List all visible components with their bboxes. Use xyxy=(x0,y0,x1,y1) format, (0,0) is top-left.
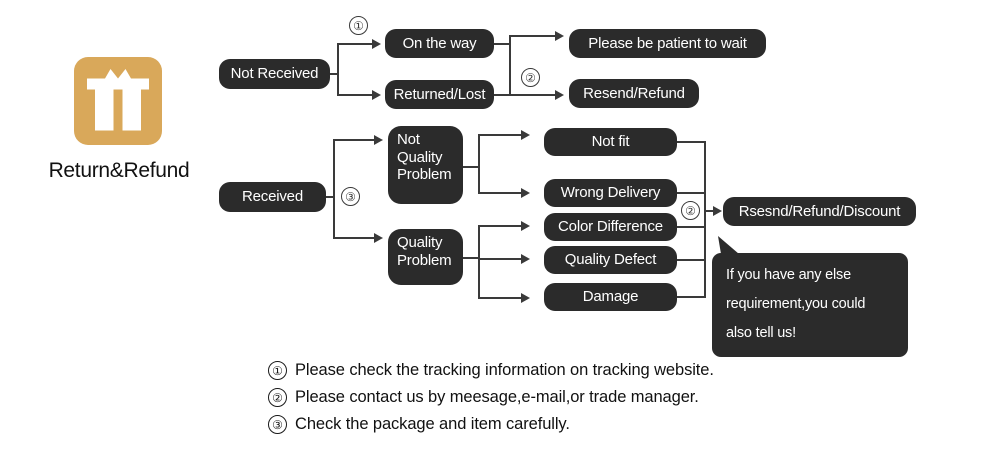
speech-bubble: If you have any else requirement,you cou… xyxy=(712,253,908,357)
connector-on-the-way-stem xyxy=(494,43,510,45)
node-quality-problem-line-2: Problem xyxy=(397,251,452,269)
node-not-received[interactable]: Not Received xyxy=(219,59,330,89)
connector-to-resend-refund xyxy=(509,94,558,96)
connector-not-fit-out xyxy=(677,141,706,143)
node-on-the-way[interactable]: On the way xyxy=(385,29,494,58)
footnote-text-2: Please contact us by meesage,e-mail,or t… xyxy=(295,388,699,406)
footnote-marker-1: ① xyxy=(268,361,287,380)
gift-icon-background xyxy=(74,57,162,145)
node-not-quality-problem-line-2: Quality xyxy=(397,148,443,166)
node-not-quality-problem-line-3: Problem xyxy=(397,166,452,184)
connector-not-received-stem xyxy=(330,73,339,75)
connector-to-be-patient xyxy=(509,35,558,37)
arrow-to-quality-problem xyxy=(374,233,383,243)
node-please-be-patient-to-wait[interactable]: Please be patient to wait xyxy=(569,29,766,58)
arrow-to-not-quality-problem xyxy=(374,135,383,145)
connector-to-on-the-way xyxy=(337,43,375,45)
connector-color-difference-out xyxy=(677,226,706,228)
connector-to-quality-defect xyxy=(478,258,523,260)
connector-received-stem xyxy=(326,196,335,198)
node-quality-problem[interactable]: Quality Problem xyxy=(388,229,463,285)
node-resolution[interactable]: Rsesnd/Refund/Discount xyxy=(723,197,916,226)
speech-bubble-line-3: also tell us! xyxy=(726,325,796,341)
node-not-fit[interactable]: Not fit xyxy=(544,128,677,156)
marker-step-3: ③ xyxy=(341,187,360,206)
arrow-to-damage xyxy=(521,293,530,303)
gift-box-glyph xyxy=(87,69,149,131)
connector-quality-defect-out xyxy=(677,259,706,261)
connector-not-received-split xyxy=(337,44,339,96)
speech-bubble-line-1: If you have any else xyxy=(726,267,851,283)
arrow-to-color-difference xyxy=(521,221,530,231)
arrow-to-not-fit xyxy=(521,130,530,140)
arrow-to-resolution xyxy=(713,206,722,216)
connector-to-not-quality-problem xyxy=(333,139,377,141)
footnote-item: ③ Check the package and item carefully. xyxy=(268,411,714,438)
marker-step-2-bottom: ② xyxy=(681,201,700,220)
connector-not-quality-stem xyxy=(463,166,479,168)
connector-returned-lost-stem xyxy=(494,94,510,96)
connector-to-returned-lost xyxy=(337,94,375,96)
connector-damage-out xyxy=(677,296,706,298)
node-not-quality-problem[interactable]: Not Quality Problem xyxy=(388,126,463,204)
connector-to-resolution xyxy=(704,210,718,212)
footnote-list: ① Please check the tracking information … xyxy=(268,357,714,438)
node-color-difference[interactable]: Color Difference xyxy=(544,213,677,241)
connector-quality-stem xyxy=(463,257,479,259)
marker-step-2-top: ② xyxy=(521,68,540,87)
footnote-item: ① Please check the tracking information … xyxy=(268,357,714,384)
connector-top-results-spine xyxy=(509,35,511,95)
brand-label: Return&Refund xyxy=(48,159,190,182)
node-quality-defect[interactable]: Quality Defect xyxy=(544,246,677,274)
footnote-item: ② Please contact us by meesage,e-mail,or… xyxy=(268,384,714,411)
arrow-to-wrong-delivery xyxy=(521,188,530,198)
arrow-to-quality-defect xyxy=(521,254,530,264)
connector-wrong-delivery-out xyxy=(677,192,706,194)
connector-to-damage xyxy=(478,297,523,299)
arrow-to-resend-refund xyxy=(555,90,564,100)
arrow-to-on-the-way xyxy=(372,39,381,49)
footnote-text-3: Check the package and item carefully. xyxy=(295,415,570,433)
speech-bubble-line-2: requirement,you could xyxy=(726,296,866,312)
footnote-marker-3: ③ xyxy=(268,415,287,434)
connector-not-quality-spine xyxy=(478,134,480,194)
gift-box-icon xyxy=(74,57,162,145)
connector-to-quality-problem xyxy=(333,237,377,239)
node-wrong-delivery[interactable]: Wrong Delivery xyxy=(544,179,677,207)
node-not-quality-problem-line-1: Not xyxy=(397,131,420,148)
connector-quality-spine xyxy=(478,225,480,298)
footnote-text-1: Please check the tracking information on… xyxy=(295,361,714,379)
node-returned-lost[interactable]: Returned/Lost xyxy=(385,80,494,109)
connector-to-wrong-delivery xyxy=(478,192,523,194)
connector-received-split xyxy=(333,140,335,238)
arrow-to-be-patient xyxy=(555,31,564,41)
arrow-to-returned-lost xyxy=(372,90,381,100)
node-received[interactable]: Received xyxy=(219,182,326,212)
marker-step-1-top: ① xyxy=(349,16,368,35)
connector-to-not-fit xyxy=(478,134,523,136)
node-damage[interactable]: Damage xyxy=(544,283,677,311)
node-quality-problem-line-1: Quality xyxy=(397,234,443,251)
footnote-marker-2: ② xyxy=(268,388,287,407)
node-resend-refund[interactable]: Resend/Refund xyxy=(569,79,699,108)
connector-to-color-difference xyxy=(478,225,523,227)
connector-resolution-spine xyxy=(704,141,706,298)
